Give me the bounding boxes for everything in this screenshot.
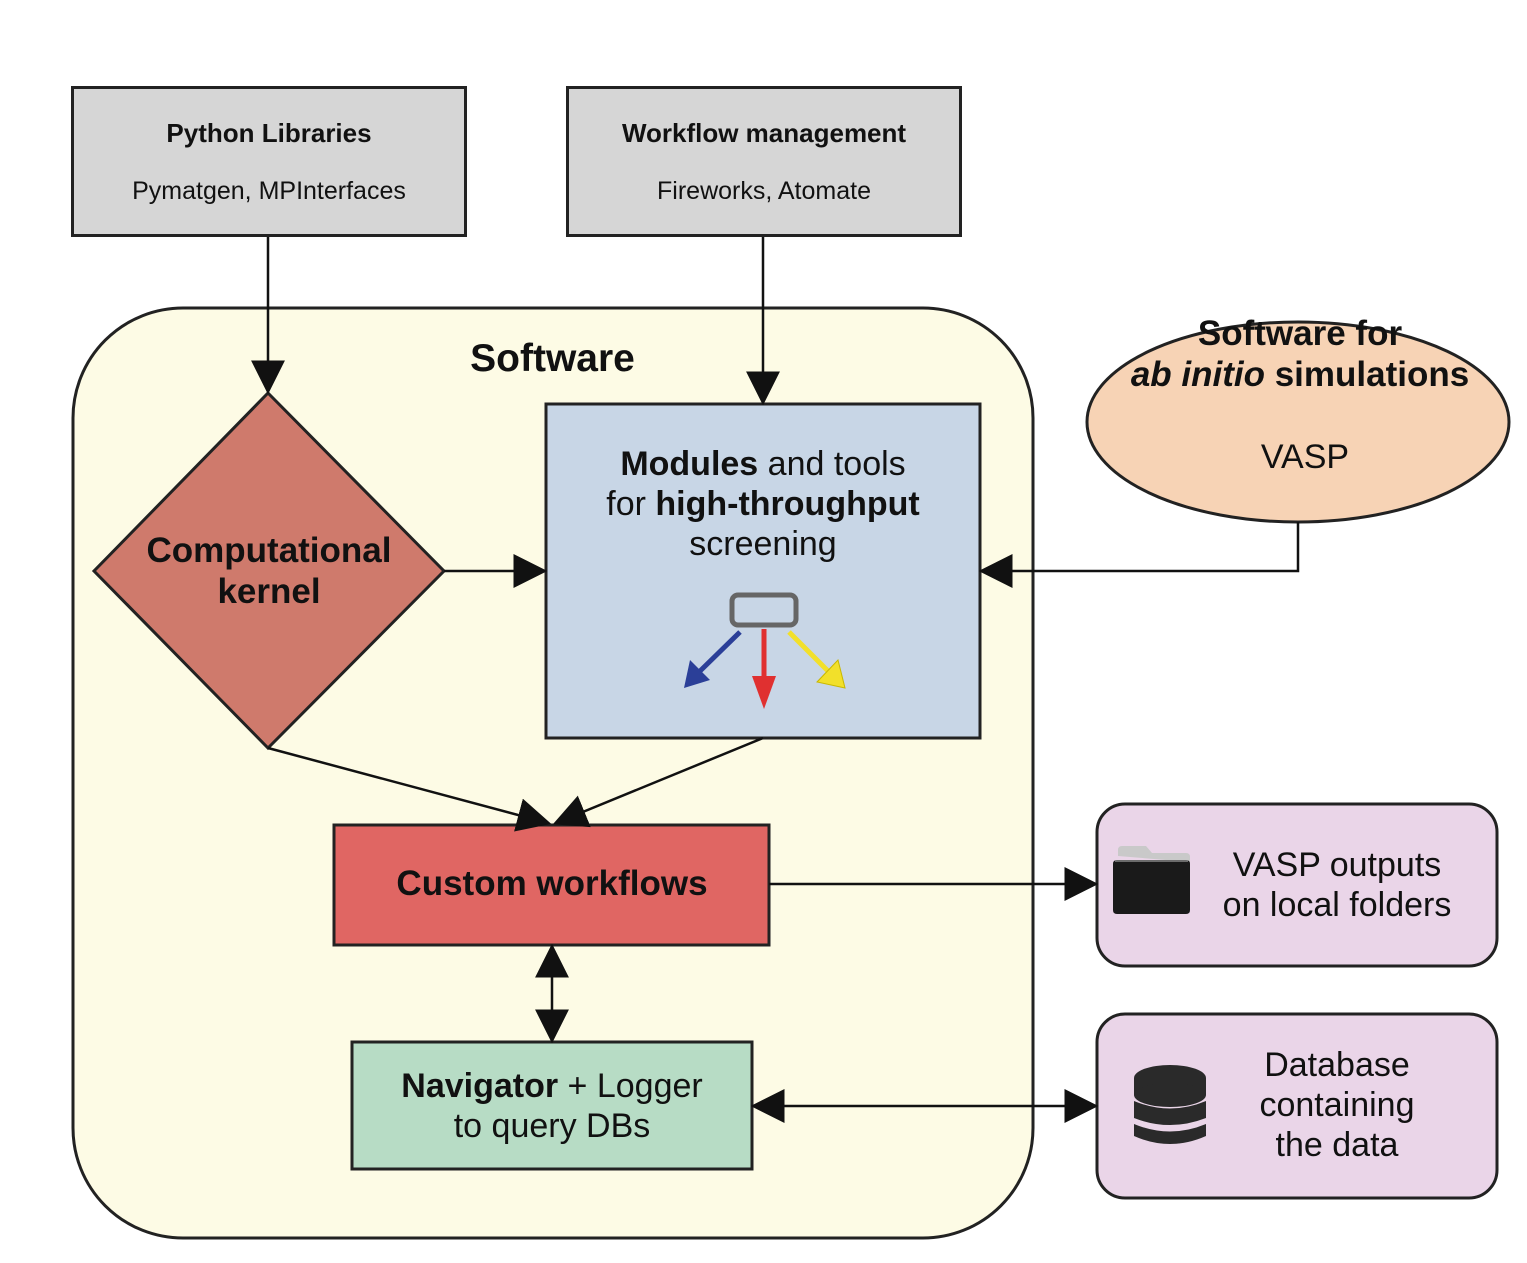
database-line2: containing	[1259, 1086, 1415, 1125]
modules-word: Modules	[620, 445, 759, 483]
arrow-kernel-to-workflows	[267, 746, 552, 832]
database-label: Database containing the data	[1220, 1045, 1454, 1165]
arrow-vasp-to-modules	[978, 522, 1300, 588]
vasp-outputs-line2: on local folders	[1222, 886, 1452, 925]
navigator-word: Navigator	[401, 1067, 559, 1105]
database-line3: the data	[1275, 1126, 1399, 1165]
software-label: Software	[470, 337, 635, 380]
modules-line3: screening	[689, 525, 837, 564]
navigator-label: Navigator + Logger to query DBs	[356, 1066, 748, 1146]
python-libraries-box: Python Libraries Pymatgen, MPInterfaces	[71, 86, 467, 237]
vasp-outputs-line1: VASP outputs	[1232, 846, 1442, 884]
custom-workflows-label: Custom workflows	[396, 864, 708, 903]
kernel-line-1: Computational	[146, 531, 392, 570]
python-libraries-title: Python Libraries	[166, 117, 372, 148]
high-throughput-word: high-throughput	[655, 485, 920, 524]
navigator-line2: to query DBs	[453, 1107, 651, 1146]
ab-initio-label: Software for ab initio simulations	[1100, 313, 1500, 396]
ab-initio-line1: Software for	[1197, 314, 1403, 353]
database-icon	[1134, 1065, 1206, 1144]
vasp-label: VASP	[1260, 438, 1350, 476]
branch-arrows-icon	[684, 592, 846, 709]
ab-initio-line2-rest: simulations	[1264, 355, 1470, 395]
kernel-line-2: kernel	[217, 572, 321, 612]
workflow-management-subtitle: Fireworks, Atomate	[657, 176, 871, 205]
modules-line2-pre: for	[606, 485, 656, 524]
python-libraries-subtitle: Pymatgen, MPInterfaces	[132, 176, 406, 205]
vasp-outputs-label: VASP outputs on local folders	[1196, 845, 1478, 925]
workflow-management-box: Workflow management Fireworks, Atomate	[566, 86, 962, 237]
modules-line1-rest: and tools	[758, 445, 906, 483]
ab-initio-italic: ab initio	[1130, 355, 1265, 395]
computational-kernel-label: Computational kernel	[120, 530, 418, 613]
workflow-management-title: Workflow management	[621, 117, 907, 148]
database-line1: Database	[1264, 1046, 1410, 1084]
custom-workflows-box	[332, 823, 771, 947]
navigator-line1-rest: + Logger	[558, 1067, 703, 1105]
modules-label: Modules and tools for high-throughput sc…	[556, 444, 970, 564]
folder-icon	[1113, 846, 1190, 914]
arrow-modules-to-workflows	[552, 736, 764, 828]
